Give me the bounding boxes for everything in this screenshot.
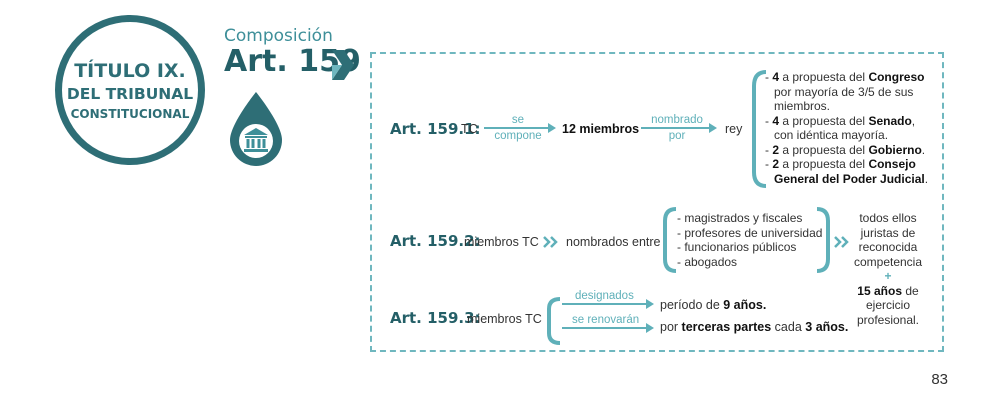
section2-list: - magistrados y fiscales - profesores de…: [677, 211, 832, 269]
art-159-1-label: Art. 159.1:: [390, 120, 481, 138]
section1-appointer: rey: [725, 122, 743, 136]
arrow-nombrado-por: [641, 123, 717, 133]
arrow-se-compone: [484, 123, 556, 133]
brace-right-section2: [816, 207, 830, 273]
header-subtitle: Composición: [224, 26, 333, 46]
arrow-designados-label: designados: [575, 290, 634, 302]
arrow-se-renovaran-label: se renovarán: [572, 314, 640, 326]
list-item: miembros.: [774, 99, 831, 113]
section3-renewal: por terceras partes cada 3 años.: [660, 320, 849, 334]
content-frame: [370, 52, 944, 352]
arrow-designados: [562, 299, 654, 309]
section3-subject: miembros TC: [467, 312, 542, 326]
list-item: por mayoría de 3/5 de sus: [774, 84, 914, 99]
double-chevron-icon: [834, 236, 849, 248]
result-line: reconocida: [858, 240, 918, 254]
badge-title-line1: TÍTULO IX.: [74, 60, 186, 82]
list-item: General del Poder Judicial.: [774, 171, 929, 186]
result-line: ejercicio: [865, 298, 910, 312]
section1-subject: TC: [461, 122, 478, 136]
result-line: juristas de: [860, 225, 916, 240]
arrow1-top-label: se: [511, 114, 525, 126]
result-line: competencia: [853, 254, 923, 269]
institution-drop-icon: [230, 92, 282, 166]
list-item: con idéntica mayoría.: [774, 128, 889, 142]
section2-result: todos ellos juristas de reconocida compe…: [848, 211, 928, 327]
list-item: - abogados: [677, 254, 738, 269]
badge-title-line2: DEL TRIBUNAL: [66, 85, 194, 103]
brace-left-section1: [752, 70, 767, 188]
chevron-right-icon: [332, 50, 354, 80]
section2-connector: nombrados entre: [566, 235, 661, 249]
double-chevron-icon: [543, 236, 558, 248]
arrow-se-renovaran: [562, 323, 654, 333]
result-line: profesional.: [856, 312, 920, 327]
result-line: 15 años de: [857, 283, 919, 298]
result-line: todos ellos: [859, 211, 917, 225]
list-item: - 2 a propuesta del Consejo: [765, 157, 916, 171]
section3-period: período de 9 años.: [660, 298, 767, 312]
list-item: - 4 a propuesta del Congreso: [765, 70, 925, 84]
list-item: - profesores de universidad: [677, 225, 823, 240]
badge-title-line3: CONSTITUCIONAL: [70, 107, 190, 121]
section1-list: - 4 a propuesta del Congreso por mayoría…: [765, 70, 945, 186]
arrow2-top-label: nombrado: [651, 114, 703, 126]
list-item: - 4 a propuesta del Senado,: [765, 113, 916, 128]
brace-left-section3: [547, 297, 561, 345]
arrow1-bottom-label: compone: [494, 130, 542, 142]
plus-sign: +: [884, 269, 892, 283]
brace-left-section2: [663, 207, 677, 273]
art-159-2-label: Art. 159.2:: [390, 232, 481, 250]
list-item: - 2 a propuesta del Gobierno.: [765, 142, 926, 157]
section2-subject: miembros TC: [464, 235, 539, 249]
page-number: 83: [931, 371, 948, 388]
list-item: - magistrados y fiscales: [677, 211, 803, 225]
title-badge-circle: [55, 15, 205, 165]
section1-members: 12 miembros: [562, 122, 640, 136]
art-159-3-label: Art. 159.3:: [390, 309, 481, 327]
arrow2-bottom-label: por: [668, 130, 686, 142]
list-item: - funcionarios públicos: [677, 240, 797, 254]
